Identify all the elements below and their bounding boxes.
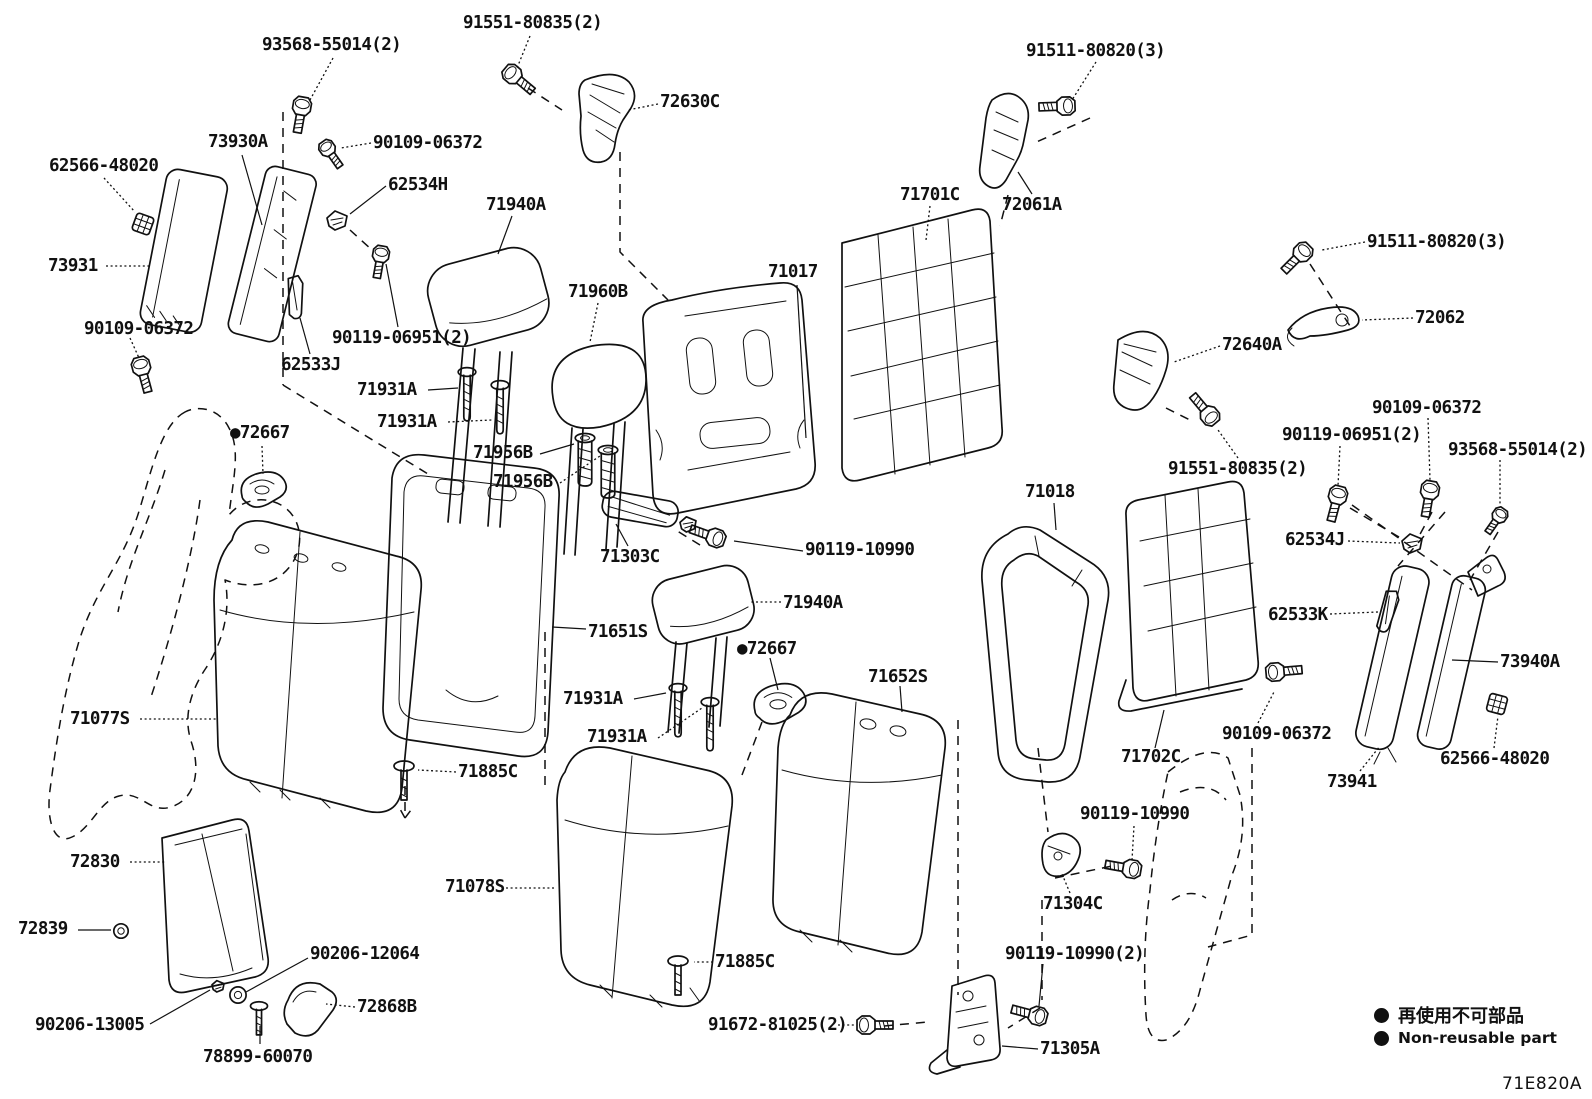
cushion-71652S-shape xyxy=(773,693,945,954)
label-bolt-91511-80820-top: 91511-80820(3) xyxy=(1026,41,1166,61)
label-bolt-91551-80835-top: 91551-80835(2) xyxy=(463,13,603,33)
label-armrest-72830: 72830 xyxy=(70,852,120,872)
label-screw-71885C-a: 71885C xyxy=(458,762,518,782)
label-headrest-71940A-center: 71940A xyxy=(783,593,843,613)
label-bolt-90109-06372-b: 90109-06372 xyxy=(84,319,194,339)
non-reusable-bullet-icon xyxy=(1374,1007,1389,1023)
label-cap-72667-left: ●72667 xyxy=(230,423,290,443)
label-bolt-91511-80820-right: 91511-80820(3) xyxy=(1367,232,1507,252)
headrest-71940A-left-shape xyxy=(421,241,555,527)
label-cover-72868B: 72868B xyxy=(357,997,417,1017)
label-screw-71931A-d: 71931A xyxy=(587,727,647,747)
frame-71017-shape xyxy=(643,283,815,514)
label-cap-72667-center: ●72667 xyxy=(737,639,797,659)
label-fastener-93568-55014-right: 93568-55014(2) xyxy=(1448,440,1588,460)
lock-72640A-shape xyxy=(1114,331,1168,410)
label-cushion-71078S: 71078S xyxy=(445,877,505,897)
label-fastener-93568-55014-top: 93568-55014(2) xyxy=(262,35,402,55)
label-board-71701C: 71701C xyxy=(900,185,960,205)
label-bracket-62533K: 62533K xyxy=(1268,605,1328,625)
label-bolt-90109-06372-c: 90109-06372 xyxy=(1222,724,1332,744)
label-latch-71303C: 71303C xyxy=(600,547,660,567)
legend-jp-text: 再使用不可部品 xyxy=(1398,1006,1524,1027)
panel-71702C-shape xyxy=(1119,481,1259,711)
label-clip-62534J: 62534J xyxy=(1285,530,1345,550)
fabric-sketch-right xyxy=(1145,752,1243,1040)
hinge-72061A-shape xyxy=(980,93,1029,188)
label-trim-73940A: 73940A xyxy=(1500,652,1560,672)
label-bolt-90119-06951-right: 90119-06951(2) xyxy=(1282,425,1422,445)
panel-71701C-shape xyxy=(842,209,1002,481)
label-bolt-90119-10990-b: 90119-10990 xyxy=(1080,804,1190,824)
label-trim-73931: 73931 xyxy=(48,256,98,276)
legend-en-text: Non-reusable part xyxy=(1398,1029,1557,1047)
label-frame-71017: 71017 xyxy=(768,262,818,282)
latch-72630C-shape xyxy=(579,74,635,162)
label-bolt-91551-80835-right: 91551-80835(2) xyxy=(1168,459,1308,479)
label-bracket-71304C: 71304C xyxy=(1043,894,1103,914)
trim-73940A-shape xyxy=(1415,555,1505,751)
label-cushion-71077S: 71077S xyxy=(70,709,130,729)
label-bolt-91672-81025: 91672-81025(2) xyxy=(708,1015,848,1035)
label-screw-71931A-c: 71931A xyxy=(563,689,623,709)
label-lock-72630C: 72630C xyxy=(660,92,720,112)
bracket-71304C-shape xyxy=(1042,833,1080,876)
label-board-71702C: 71702C xyxy=(1121,747,1181,767)
label-lock-72640A: 72640A xyxy=(1222,335,1282,355)
label-lever-72062: 72062 xyxy=(1415,308,1465,328)
headrest-71940A-center-shape xyxy=(648,561,759,733)
label-bolt-90109-06372-a: 90109-06372 xyxy=(373,133,483,153)
label-grommet-90206-12064: 90206-12064 xyxy=(310,944,420,964)
trim-73931-shape xyxy=(138,167,229,334)
label-frame-71018: 71018 xyxy=(1025,482,1075,502)
cover-72868B-shape xyxy=(284,983,336,1036)
assembly-lines xyxy=(283,88,1498,1028)
trim-73930A-shape xyxy=(226,164,318,343)
label-headrest-71940A-left: 71940A xyxy=(486,195,546,215)
bracket-71305A-shape xyxy=(929,975,1000,1074)
label-guide-71956B-a: 71956B xyxy=(473,443,533,463)
label-trim-73930A: 73930A xyxy=(208,132,268,152)
pad-71651S-shape xyxy=(383,455,559,757)
label-bolt-90119-10990-a: 90119-10990 xyxy=(805,540,915,560)
latch-71303C-shape xyxy=(600,490,697,533)
label-guide-71956B-b: 71956B xyxy=(493,472,553,492)
legend-row-jp: 再使用不可部品 xyxy=(1374,1002,1524,1028)
label-clip-62534H: 62534H xyxy=(388,175,448,195)
label-pad-71651S: 71651S xyxy=(588,622,648,642)
label-clip-62566-48020-right: 62566-48020 xyxy=(1440,749,1550,769)
armrest-72830-shape xyxy=(162,819,268,992)
label-screw-78899-60070: 78899-60070 xyxy=(203,1047,313,1067)
label-bolt-90119-06951-left: 90119-06951(2) xyxy=(332,328,472,348)
leader-lines xyxy=(78,36,1500,1049)
label-screw-71931A-a: 71931A xyxy=(357,380,417,400)
label-bracket-62533J: 62533J xyxy=(281,355,341,375)
label-headrest-71960B: 71960B xyxy=(568,282,628,302)
non-reusable-bullet-icon xyxy=(1374,1030,1389,1046)
label-screw-71931A-b: 71931A xyxy=(377,412,437,432)
frame-71018-shape xyxy=(982,527,1109,782)
lever-72062-shape xyxy=(1287,307,1358,346)
label-cushion-71652S: 71652S xyxy=(868,667,928,687)
trim-73941-shape xyxy=(1353,563,1432,764)
cushion-71077S-shape xyxy=(214,521,421,813)
cushion-71078S-shape xyxy=(557,747,732,1007)
body-side-panel-sketch-left xyxy=(49,409,300,839)
label-clip-72839: 72839 xyxy=(18,919,68,939)
label-trim-73941: 73941 xyxy=(1327,772,1377,792)
label-bolt-90109-06372-right: 90109-06372 xyxy=(1372,398,1482,418)
label-bolt-90119-10990-c: 90119-10990(2) xyxy=(1005,944,1145,964)
label-bracket-71305A: 71305A xyxy=(1040,1039,1100,1059)
label-screw-71885C-b: 71885C xyxy=(715,952,775,972)
legend-row-en: Non-reusable part xyxy=(1374,1029,1557,1047)
label-clip-90206-13005: 90206-13005 xyxy=(35,1015,145,1035)
label-hinge-72061A: 72061A xyxy=(1002,195,1062,215)
diagram-code: 71E820A xyxy=(1502,1074,1582,1094)
label-clip-62566-48020-left: 62566-48020 xyxy=(49,156,159,176)
